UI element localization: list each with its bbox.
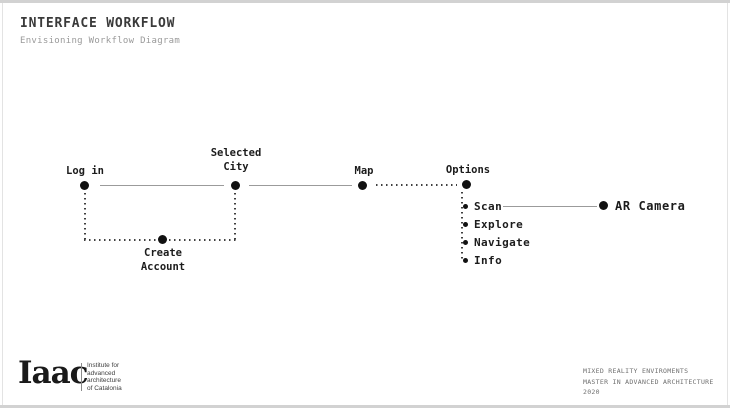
connector-map-options-dotted bbox=[376, 184, 457, 186]
node-label-options: Options bbox=[445, 164, 491, 176]
option-label: Info bbox=[474, 253, 503, 267]
loop-left-dotted bbox=[84, 193, 86, 240]
connector-login-selectedcity bbox=[100, 185, 224, 186]
node-label-selected-city: Selected City bbox=[210, 147, 262, 173]
credits-line-master: MASTER IN ADVANCED ARCHITECTURE bbox=[583, 377, 714, 386]
slide-top-edge bbox=[0, 0, 730, 3]
node-label-map: Map bbox=[354, 165, 374, 177]
iaac-logo: Iaac bbox=[18, 355, 89, 391]
node-dot-ar-camera bbox=[599, 201, 608, 210]
bullet-icon bbox=[463, 239, 468, 245]
bullet-icon bbox=[463, 203, 468, 209]
logo-divider bbox=[81, 363, 82, 391]
node-dot-options bbox=[462, 180, 471, 189]
logo-tagline-line: advanced bbox=[87, 369, 116, 377]
loop-right-dotted bbox=[234, 193, 236, 240]
option-label: Explore bbox=[474, 217, 524, 231]
connector-selectedcity-map bbox=[249, 185, 352, 186]
page-subtitle: Envisioning Workflow Diagram bbox=[20, 36, 181, 46]
credits-line-program: MIXED REALITY ENVIROMENTS bbox=[583, 367, 689, 375]
logo-tagline-line: architecture bbox=[87, 377, 121, 384]
bullet-icon bbox=[463, 257, 468, 263]
page-title: INTERFACE WORKFLOW bbox=[20, 16, 176, 31]
bullet-icon bbox=[463, 221, 468, 227]
node-label-create-account: Create Account bbox=[140, 247, 186, 273]
slide-right-edge bbox=[727, 3, 728, 405]
slide-left-edge bbox=[2, 3, 3, 405]
node-label-login: Log in bbox=[66, 165, 104, 177]
option-item-scan: Scan bbox=[463, 199, 502, 213]
node-dot-map bbox=[358, 181, 367, 190]
node-dot-selected-city bbox=[231, 181, 240, 190]
option-label: Navigate bbox=[474, 235, 531, 249]
options-stem-dotted bbox=[461, 192, 463, 260]
option-item-navigate: Navigate bbox=[463, 235, 530, 249]
slide-bottom-edge bbox=[0, 405, 730, 408]
option-label: Scan bbox=[474, 199, 503, 213]
node-dot-create-account bbox=[158, 235, 167, 244]
logo-tagline-line: Institute for bbox=[87, 362, 120, 369]
node-label-ar-camera: AR Camera bbox=[615, 199, 686, 213]
connector-scan-arcamera bbox=[503, 206, 597, 207]
option-item-info: Info bbox=[463, 253, 502, 267]
node-dot-login bbox=[80, 181, 89, 190]
option-item-explore: Explore bbox=[463, 217, 523, 231]
credits-line-year: 2020 bbox=[583, 388, 600, 396]
credits-block: MIXED REALITY ENVIROMENTS MASTER IN ADVA… bbox=[583, 366, 714, 398]
logo-tagline: Institute for advanced architecture of C… bbox=[87, 362, 122, 392]
logo-tagline-line: of Catalonia bbox=[87, 384, 122, 392]
